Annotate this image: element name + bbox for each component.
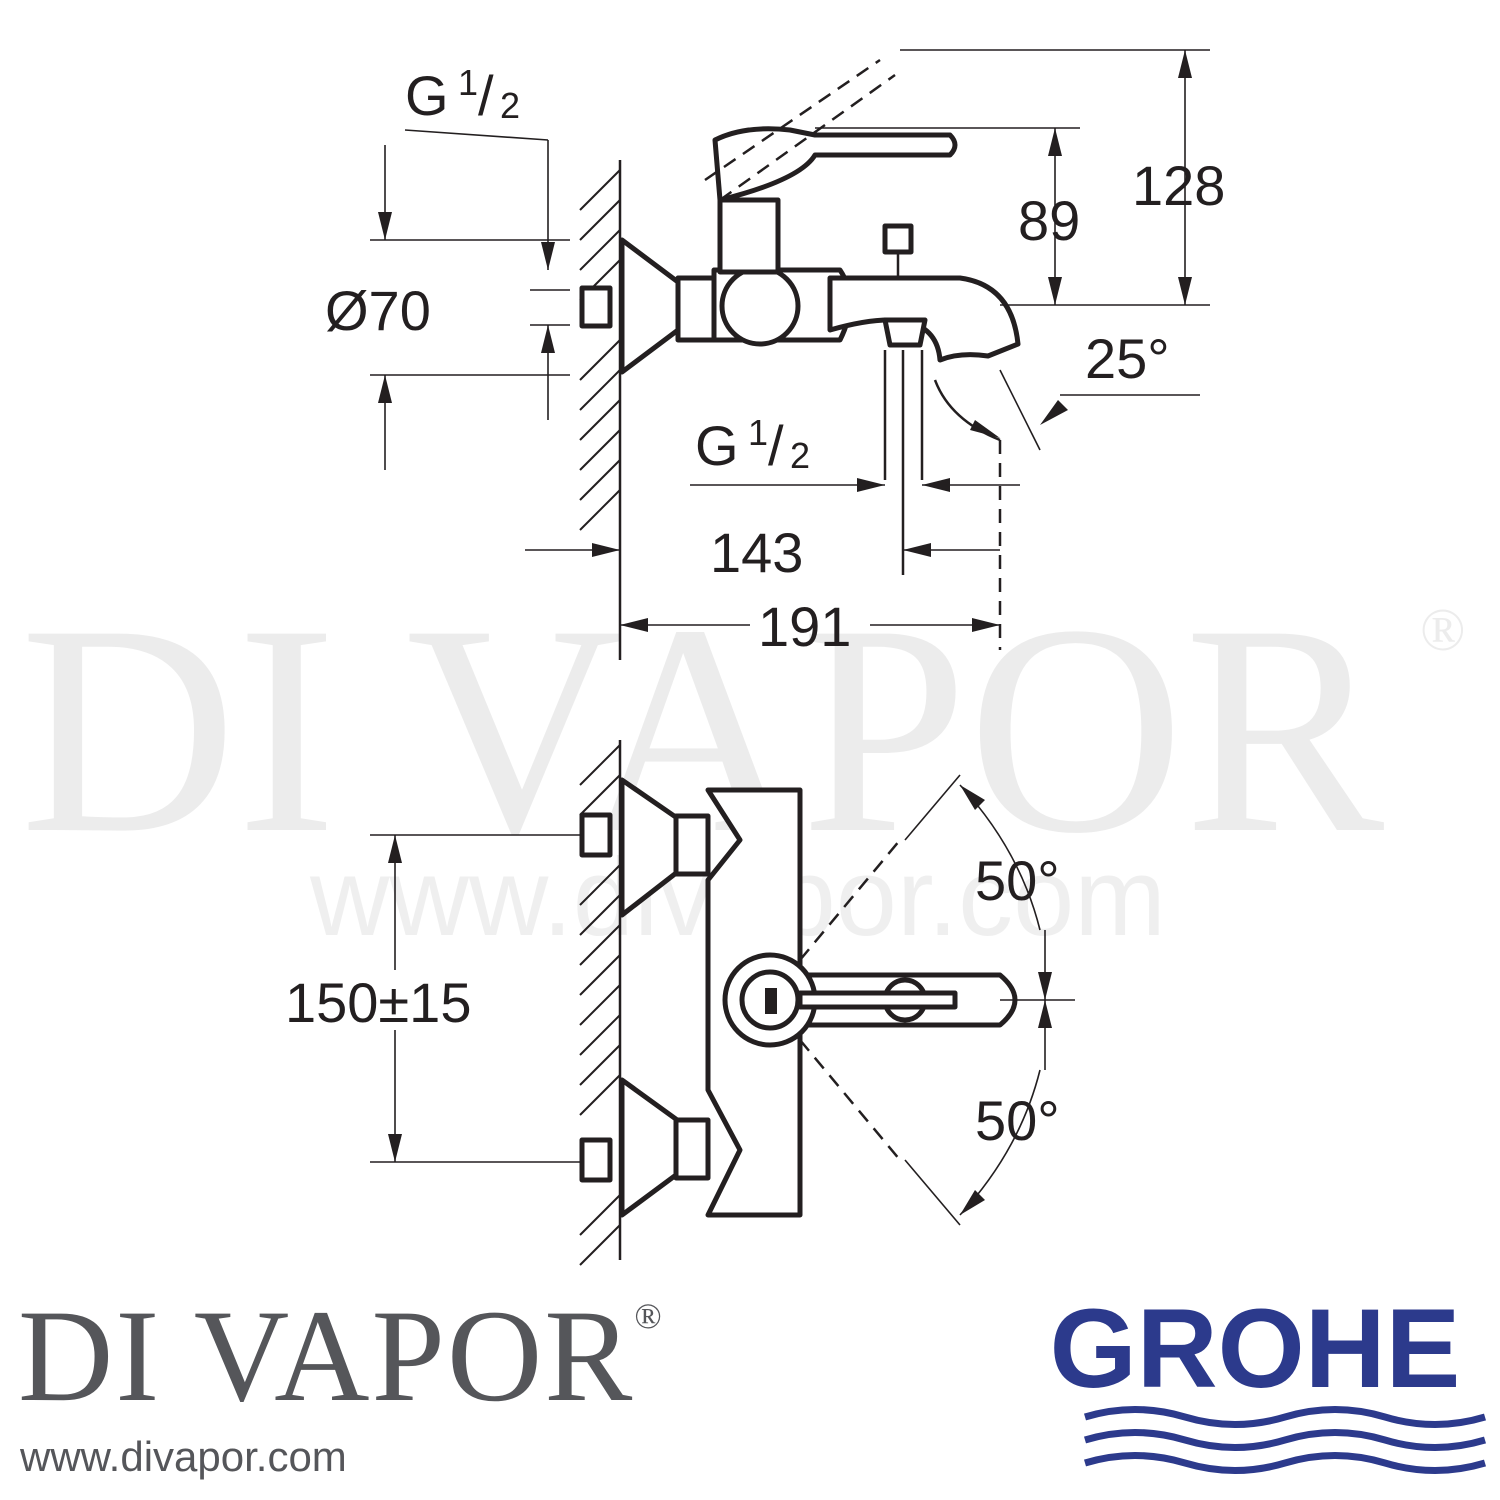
dim-arrow <box>960 1190 985 1215</box>
brand-logo-text: DI VAPOR® <box>18 1290 664 1422</box>
dim-arrow <box>388 835 402 863</box>
dim-arrow <box>620 618 648 632</box>
side-inlet-nut <box>579 285 613 329</box>
dim-arrow <box>1178 50 1192 78</box>
dim-arrow <box>922 478 950 492</box>
front-wall-hatch <box>579 744 621 1266</box>
dim-arrow <box>1040 400 1068 425</box>
side-shower-outlet <box>882 317 928 348</box>
grohe-logo: GROHE <box>1050 1292 1487 1474</box>
front-lever-up-dashed <box>799 839 901 961</box>
dim-arrow <box>857 478 885 492</box>
grohe-wave-3 <box>1083 1452 1487 1474</box>
dim-outlet-thread-denominator: 2 <box>790 435 810 476</box>
side-spout-arc <box>933 379 1001 442</box>
grohe-wave-2 <box>1083 1429 1487 1451</box>
side-diverter-knob <box>882 223 914 255</box>
dim-depth-143-label: 143 <box>710 521 803 584</box>
side-lever-raised-dashed <box>704 58 881 182</box>
front-upper-union-nut <box>673 813 711 877</box>
front-lower-union-nut <box>673 1117 711 1181</box>
brand-registered-mark: ® <box>634 1296 664 1336</box>
side-lever <box>712 126 958 203</box>
dim-outlet-thread-label: G <box>695 414 739 477</box>
front-view: 50° 50° 150±15 <box>285 740 1075 1266</box>
dim-arrow <box>592 543 620 557</box>
side-wall-hatch <box>579 169 621 531</box>
dim-outlet-thread-slash: / <box>768 414 784 477</box>
front-upper-inlet-nut <box>579 812 613 858</box>
front-angle-extension-down <box>904 1159 961 1226</box>
dim-inlet-thread-denominator: 2 <box>500 85 520 126</box>
front-lower-flange <box>619 1077 683 1218</box>
side-view: G 1 / 2 Ø70 89 128 25° <box>325 49 1225 660</box>
dim-arrow <box>1178 277 1192 305</box>
dim-inlet-thread-label: G <box>405 64 449 127</box>
watermark-registered-mark: ® <box>1420 597 1466 663</box>
dim-arrow <box>388 1134 402 1162</box>
dim-inlet-thread-slash: / <box>478 64 494 127</box>
dim-inlet-leader <box>404 129 549 141</box>
dim-arrow <box>960 785 985 810</box>
dim-arrow <box>1048 277 1062 305</box>
side-lever-raised-dashed-lower <box>719 73 896 202</box>
grohe-logo-text: GROHE <box>1050 1292 1461 1411</box>
dim-arrow <box>1048 128 1062 156</box>
dim-depth-191-label: 191 <box>758 595 851 658</box>
dim-arrow <box>903 543 931 557</box>
dim-angle-down-label: 50° <box>975 1089 1060 1152</box>
dim-arrow <box>378 212 392 240</box>
dim-arrow <box>541 325 555 353</box>
dim-angle-up-label: 50° <box>975 849 1060 912</box>
grohe-wave-1 <box>1083 1406 1487 1428</box>
website-link[interactable]: www.divapor.com <box>20 1433 347 1480</box>
dim-arrow <box>541 242 555 270</box>
dim-arrow <box>1038 972 1052 1000</box>
side-wall-flange <box>619 237 681 375</box>
front-lever-down-dashed <box>799 1039 901 1161</box>
dim-arrow <box>970 420 1000 438</box>
dim-spout-angle-label: 25° <box>1085 327 1170 390</box>
dim-centres-label: 150±15 <box>285 971 471 1034</box>
side-lever-column <box>717 197 781 275</box>
dim-arrow <box>972 618 1000 632</box>
dim-diameter-label: Ø70 <box>325 279 431 342</box>
front-cartridge-indicator <box>765 988 777 1014</box>
dim-arrow <box>1038 1000 1052 1028</box>
dim-height-89-label: 89 <box>1018 189 1080 252</box>
side-union-nut <box>675 275 717 343</box>
dim-inlet-thread-numerator: 1 <box>458 62 478 103</box>
side-cartridge-cap <box>719 265 801 347</box>
brand-name: DI VAPOR <box>18 1282 635 1429</box>
front-angle-extension-up <box>904 774 961 841</box>
front-lower-inlet-nut <box>579 1137 613 1183</box>
front-lever-bar <box>797 990 958 1010</box>
dim-outlet-thread-numerator: 1 <box>748 412 768 453</box>
dim-arrow <box>378 375 392 403</box>
dim-angle-line <box>999 369 1041 451</box>
dim-height-128-label: 128 <box>1132 154 1225 217</box>
